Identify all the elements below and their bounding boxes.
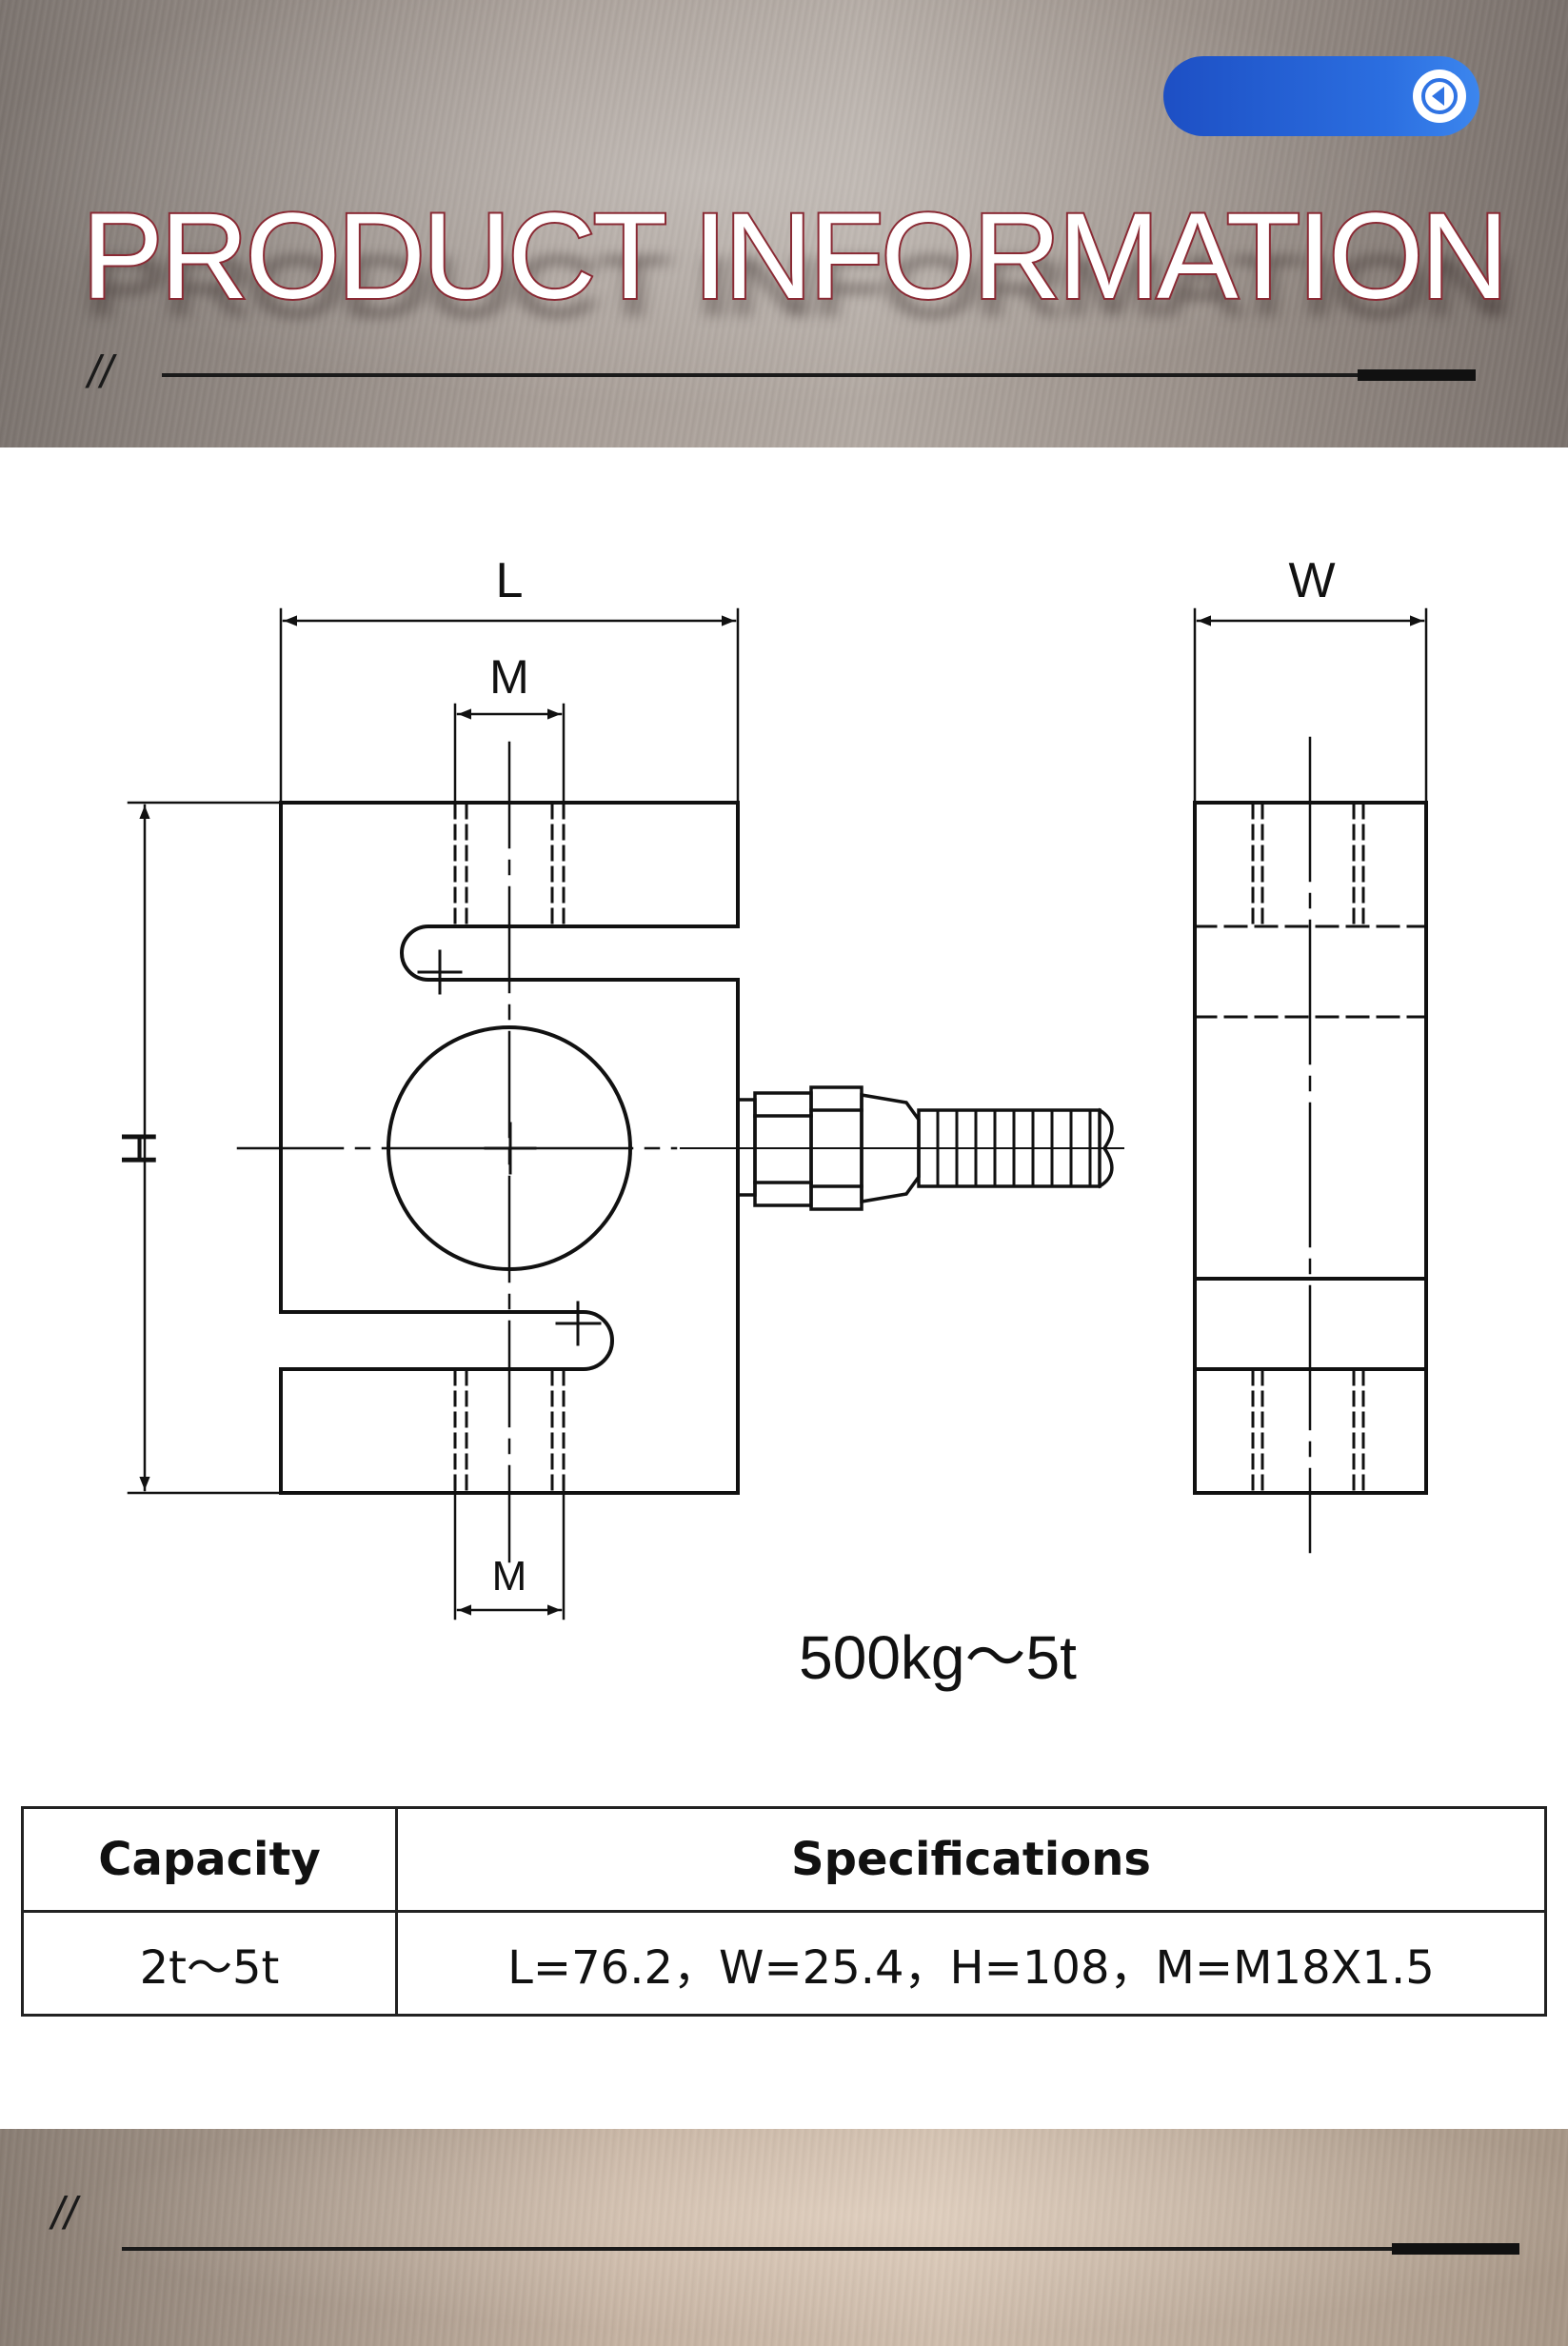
label-M-bottom: M: [492, 1553, 527, 1600]
footer-slashes: //: [51, 2189, 77, 2239]
label-M-top: M: [489, 650, 529, 704]
table-row: 2t～5t L=76.2，W=25.4，H=108，M=M18X1.5: [21, 1910, 1547, 2017]
footer-banner: //: [0, 2129, 1568, 2346]
dimension-W: [1193, 607, 1428, 802]
header-banner: PRODUCT INFORMATION PRODUCT INFORMATION …: [0, 0, 1568, 447]
s-body-centerlines: [236, 741, 678, 1563]
cell-capacity: 2t～5t: [21, 1910, 398, 2017]
dimension-M-top: [453, 703, 566, 806]
dimension-H: [127, 801, 283, 1495]
dimension-L: [279, 607, 740, 802]
cable-ribs: [680, 1108, 1124, 1188]
plus-marks: [417, 949, 602, 1346]
thread-holes: [453, 803, 566, 1493]
load-cell-drawing: L M M W H 500kg～5t: [110, 553, 1428, 1692]
spec-table: Capacity Specifications 2t～5t L=76.2，W=2…: [21, 1806, 1547, 2017]
back-button[interactable]: [1163, 56, 1479, 136]
side-view-hidden-lines: [1193, 924, 1428, 1019]
header-divider-accent: [1358, 369, 1476, 381]
title-reflection: PRODUCT INFORMATION: [86, 239, 1513, 335]
back-arrow-icon: [1413, 70, 1466, 123]
page-title: PRODUCT INFORMATION: [80, 187, 1511, 327]
header-specifications: Specifications: [395, 1806, 1547, 1913]
dimension-M-bottom: [453, 1489, 566, 1620]
side-view-holes: [1251, 803, 1365, 1493]
header-divider: [162, 373, 1476, 377]
footer-divider-accent: [1392, 2243, 1519, 2255]
header-capacity: Capacity: [21, 1806, 398, 1913]
label-L: L: [496, 553, 524, 608]
label-H: H: [110, 1130, 166, 1166]
table-header-row: Capacity Specifications: [21, 1806, 1547, 1913]
header-slashes: //: [88, 348, 113, 398]
label-W: W: [1288, 553, 1335, 608]
capacity-range-label: 500kg～5t: [799, 1623, 1077, 1692]
footer-divider: [122, 2247, 1519, 2251]
cell-specifications: L=76.2，W=25.4，H=108，M=M18X1.5: [395, 1910, 1547, 2017]
